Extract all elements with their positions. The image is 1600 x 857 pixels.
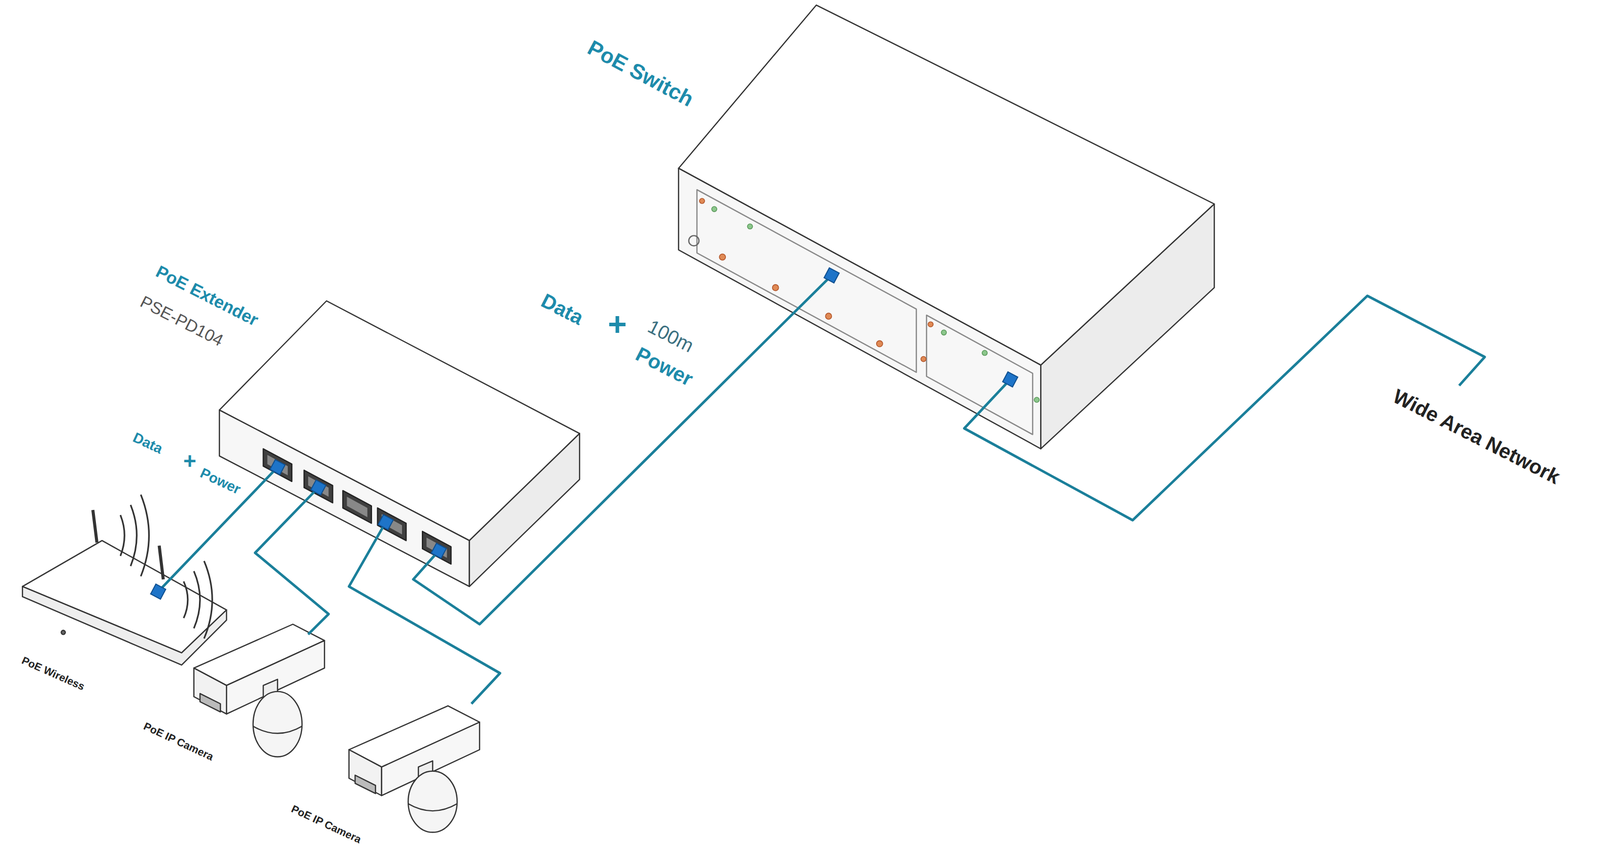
device-node: PoE Switch [678,5,1215,449]
data-label: Data [535,288,589,330]
port-marker [150,584,166,600]
port-marker [310,480,326,496]
device-label: PoE IP Camera [287,802,365,847]
device-node: PoE ExtenderPSE-PD104 [219,301,580,587]
port-marker [431,543,447,559]
plus-sign: + [605,306,629,343]
network-node: Wide Area Network [1367,377,1587,500]
power-label: Power [195,464,245,499]
device-node: PoE IP Camera [343,698,482,842]
device-node: PoE Wireless [15,505,235,664]
port-marker [1002,372,1018,388]
port-marker [270,459,286,476]
port-marker [378,514,394,530]
poe-wireless-drawing [22,494,227,666]
ip-camera-drawing [348,706,480,833]
port-marker [823,268,840,284]
device-node: PoE IP Camera [188,617,327,760]
poe-switch-drawing [678,5,1215,449]
device-title: PoE Switch [582,35,700,113]
network-cable [348,522,500,705]
plus-sign: + [181,448,199,474]
device-label: PoE IP Camera [140,719,218,764]
data-label: Data [128,429,168,459]
ip-camera-drawing [193,624,325,757]
network-label: Wide Area Network [1387,384,1566,490]
device-label: PoE Wireless [17,653,88,694]
network-cable [255,487,329,635]
poe-extender-drawing [219,301,580,587]
network-cable [413,275,832,625]
